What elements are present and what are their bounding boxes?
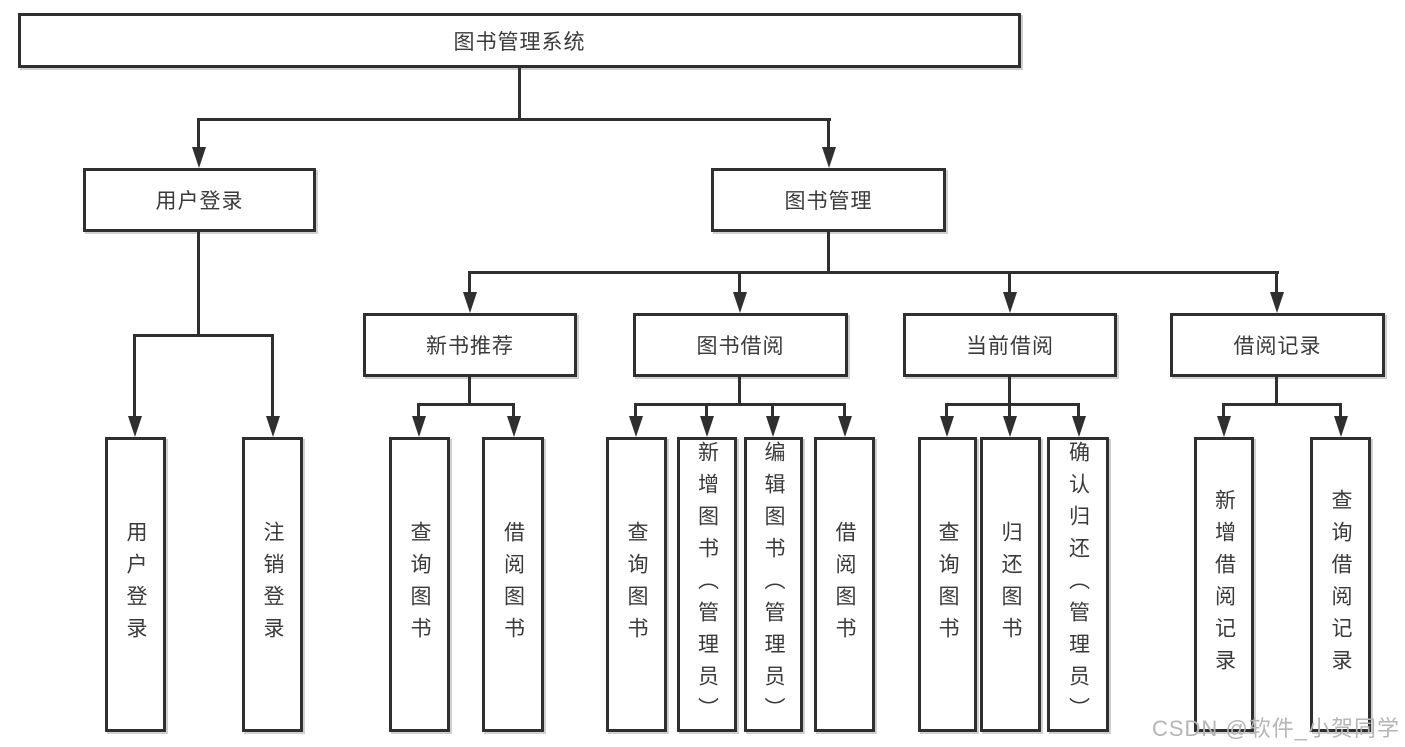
leaf-query-books-current: 查询图书 [918,437,977,732]
connector-borrow-record-bar [1222,403,1342,406]
connector-borrow-record-down [1275,377,1278,406]
arrow-down-icon [629,416,643,437]
leaf-confirm-return-admin: 确认归还（管理员） [1047,437,1109,732]
connector-book-mgmt-stem [827,118,830,148]
arrow-down-icon [1003,416,1017,437]
node-label: 图书管理系统 [453,30,586,54]
arrow-down-icon [507,416,521,437]
node-label: 当前借阅 [966,335,1054,358]
node-label: 用户登录 [155,190,244,213]
node-label: 查询图书 [625,520,648,649]
node-label: 借阅图书 [833,520,856,649]
node-label: 用户登录 [124,520,147,649]
node-label: 新增借阅记录 [1212,488,1236,681]
connector-leaf-stem [1339,403,1342,417]
leaf-user-login: 用户登录 [105,437,166,732]
connector-current-borrow-stem [1008,271,1011,293]
arrow-down-icon [766,416,780,437]
arrow-down-book-mgmt-icon [822,147,836,168]
connector-leaf-stem [634,403,637,417]
node-label: 新增图书（管理员） [695,440,719,729]
node-label: 图书借阅 [696,335,785,358]
arrow-down-leaf-user-login-icon [128,416,142,437]
leaf-borrow-books: 借阅图书 [814,437,875,732]
connector-leaf-logout-stem [271,334,274,416]
arrow-down-icon [700,416,714,437]
node-book-management: 图书管理 [711,168,946,232]
leaf-query-books-recommend: 查询图书 [389,437,450,732]
connector-user-login-stem [197,118,200,148]
connector-new-book-rec-down [468,377,471,406]
node-borrowing-records: 借阅记录 [1170,313,1385,377]
connector-current-borrow-down [1008,377,1011,406]
arrow-down-book-borrow-icon [733,292,747,313]
connector-current-borrow-bar [945,403,1080,406]
arrow-down-icon [1334,416,1348,437]
node-label: 注销登录 [261,520,284,649]
arrow-down-icon [1072,416,1086,437]
node-label: 查询图书 [408,520,431,649]
connector-leaf-stem [945,403,948,417]
connector-leaf-stem [1077,403,1080,417]
connector-root-bar [197,118,831,121]
leaf-add-book-admin: 新增图书（管理员） [677,437,737,732]
leaf-edit-book-admin: 编辑图书（管理员） [744,437,803,732]
arrow-down-icon [1217,416,1231,437]
arrow-down-new-book-rec-icon [463,292,477,313]
connector-new-book-rec-bar [417,403,515,406]
arrow-down-user-login-icon [192,147,206,168]
node-label: 借阅记录 [1233,335,1322,358]
node-label: 借阅图书 [501,520,525,649]
connector-book-borrow-stem [738,271,741,293]
csdn-watermark: CSDN @软件_小贺同学 [1151,716,1400,741]
connector-leaf-stem [705,403,708,417]
node-label: 图书管理 [784,190,873,213]
node-label: 确认归还（管理员） [1066,440,1090,729]
connector-level3-bar [468,271,1279,274]
connector-leaf-stem [1222,403,1225,417]
node-library-system: 图书管理系统 [18,13,1021,68]
leaf-return-book: 归还图书 [980,437,1041,732]
arrow-down-icon [412,416,426,437]
connector-user-login-down [197,232,200,337]
connector-borrow-record-stem [1275,271,1278,293]
connector-leaf-stem [1008,403,1011,417]
connector-leaf-stem [417,403,420,417]
leaf-borrow-books-recommend: 借阅图书 [482,437,544,732]
connector-leaf-stem [771,403,774,417]
node-user-login: 用户登录 [83,168,316,232]
leaf-add-borrow-record: 新增借阅记录 [1194,437,1254,732]
node-label: 编辑图书（管理员） [762,440,785,729]
arrow-down-leaf-logout-icon [266,416,280,437]
leaf-query-books-borrowing: 查询图书 [606,437,667,732]
arrow-down-borrow-record-icon [1270,292,1284,313]
node-label: 新书推荐 [426,335,514,358]
connector-book-mgmt-down [827,232,830,274]
node-label: 归还图书 [999,520,1022,649]
arrow-down-current-borrow-icon [1003,292,1017,313]
leaf-logout: 注销登录 [242,437,303,732]
connector-book-borrow-down [738,377,741,406]
node-book-borrowing: 图书借阅 [633,313,848,377]
node-label: 查询图书 [936,520,959,649]
connector-leaf-stem [843,403,846,417]
connector-new-book-rec-stem [468,271,471,293]
connector-user-login-bar [133,334,274,337]
leaf-query-borrow-record: 查询借阅记录 [1310,437,1371,732]
arrow-down-icon [838,416,852,437]
node-label: 查询借阅记录 [1329,488,1352,681]
node-current-borrowing: 当前借阅 [903,313,1117,377]
connector-leaf-user-login-stem [133,334,136,416]
connector-book-borrow-bar [634,403,846,406]
node-new-book-recommend: 新书推荐 [363,313,577,377]
connector-leaf-stem [512,403,515,417]
arrow-down-icon [940,416,954,437]
connector-root-stem [518,68,521,118]
